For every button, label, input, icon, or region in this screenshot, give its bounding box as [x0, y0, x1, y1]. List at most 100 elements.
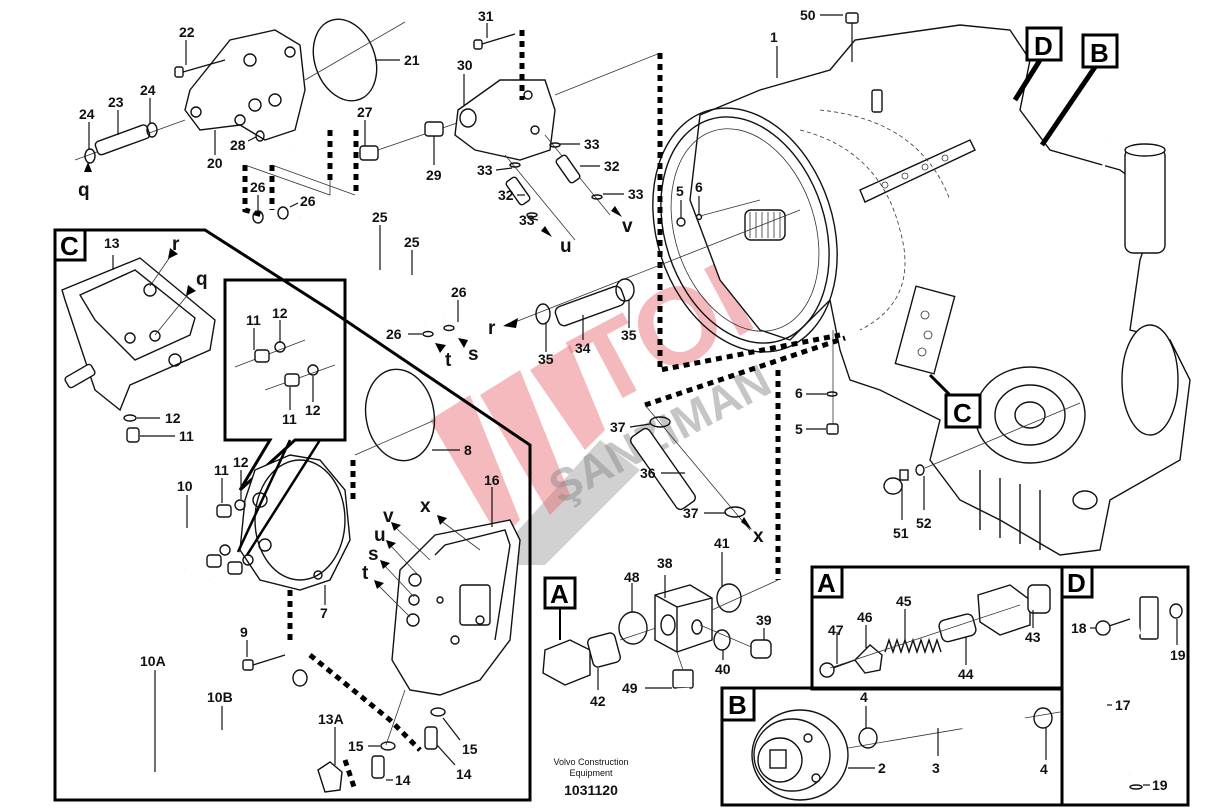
part-label-14-a: 14: [395, 772, 411, 788]
connection-t-c: t: [362, 563, 369, 584]
part-label-15-b: 15: [462, 741, 478, 757]
part-label-8: 8: [464, 442, 472, 458]
hose-10: [73, 449, 211, 576]
part-label-22: 22: [179, 24, 195, 40]
part-label-11-p: 11: [214, 462, 229, 478]
part-label-10A: 10A: [140, 653, 166, 669]
part-label-17: 17: [1115, 697, 1131, 713]
part-label-32-a: 32: [498, 187, 514, 203]
o-ring-8: [364, 368, 436, 462]
part-label-52: 52: [916, 515, 932, 531]
part-label-30: 30: [457, 57, 473, 73]
connection-t: t: [445, 350, 452, 371]
part-label-3: 3: [932, 760, 940, 776]
tee-block-38: [654, 584, 713, 653]
detail-c-letter: C: [60, 231, 79, 261]
part-label-4-a: 4: [860, 689, 868, 705]
transmission-housing: [652, 24, 1191, 556]
connection-r-mid: r: [488, 318, 496, 339]
part-label-45: 45: [896, 593, 912, 609]
part-label-12-p: 12: [233, 454, 249, 470]
part-label-10: 10: [177, 478, 193, 494]
drain-plug-51: [883, 477, 903, 495]
part-label-38: 38: [657, 555, 673, 571]
part-label-20: 20: [207, 155, 223, 171]
part-label-9: 9: [240, 624, 248, 640]
part-label-33-b: 33: [519, 212, 535, 228]
part-label-33-a: 33: [477, 162, 493, 178]
valve-body-30: [454, 79, 556, 161]
plug-50: [845, 12, 859, 24]
part-label-2: 2: [878, 760, 886, 776]
part-label-26-c: 26: [386, 326, 402, 342]
valve-plate-13: [61, 257, 216, 412]
part-label-24-right: 24: [140, 82, 156, 98]
connection-x-c: x: [420, 496, 431, 517]
part-label-21: 21: [404, 52, 420, 68]
part-label-36: 36: [640, 465, 656, 481]
part-label-29: 29: [426, 167, 442, 183]
part-label-28: 28: [230, 137, 246, 153]
part-label-49: 49: [622, 680, 638, 696]
callout-box-b: [1081, 33, 1119, 69]
part-label-16: 16: [484, 472, 500, 488]
detail-a-left-letter: A: [550, 579, 569, 609]
callout-letter-b: B: [1090, 38, 1109, 68]
part-label-19-a: 19: [1170, 647, 1186, 663]
part-label-23: 23: [108, 94, 124, 110]
detail-a-callout: [543, 576, 577, 610]
part-label-33-d: 33: [628, 186, 644, 202]
connection-q-top: q: [78, 180, 90, 201]
connection-v-c: v: [383, 506, 394, 527]
connection-r-c: r: [172, 234, 180, 255]
part-label-47: 47: [828, 622, 844, 638]
part-label-27: 27: [357, 104, 373, 120]
part-label-4-b: 4: [1040, 761, 1048, 777]
part-label-19-b: 19: [1152, 777, 1168, 793]
callout-letter-c: C: [953, 398, 972, 428]
part-label-25-b: 25: [404, 234, 420, 250]
connection-s-c: s: [368, 544, 379, 565]
part-label-48: 48: [624, 569, 640, 585]
part-label-12-i2: 12: [305, 402, 321, 418]
callout-box-c: [944, 393, 982, 429]
part-label-15-a: 15: [348, 738, 364, 754]
part-label-24-left: 24: [79, 106, 95, 122]
part-label-26-b: 26: [300, 193, 316, 209]
pump-cover-20: [184, 29, 306, 141]
part-label-31: 31: [478, 8, 494, 24]
part-label-6-bottom: 6: [795, 385, 803, 401]
part-label-12-i1: 12: [272, 305, 288, 321]
part-label-32-b: 32: [604, 158, 620, 174]
detail-a-letter: A: [817, 568, 836, 598]
part-label-35-a: 35: [538, 351, 554, 367]
charge-pump-2: [751, 709, 849, 801]
part-label-11-i1: 11: [246, 312, 261, 328]
connection-u-c: u: [374, 525, 386, 546]
elbow-13A: [317, 761, 343, 793]
part-label-6-top: 6: [695, 179, 703, 195]
callout-box-d: [1025, 26, 1063, 62]
part-label-10B: 10B: [207, 689, 233, 705]
valve-block-16: [391, 519, 521, 696]
part-label-41: 41: [714, 535, 730, 551]
detail-a-frame: [810, 565, 1064, 691]
part-label-44: 44: [958, 666, 974, 682]
part-label-37-a: 37: [610, 419, 626, 435]
part-label-26-d: 26: [451, 284, 467, 300]
credit-line-2: Equipment: [569, 768, 613, 778]
part-label-42: 42: [590, 693, 606, 709]
part-label-1: 1: [770, 29, 778, 45]
part-label-12-c1: 12: [165, 410, 181, 426]
connection-s: s: [468, 344, 479, 365]
part-label-35-b: 35: [621, 327, 637, 343]
pump-7: [239, 454, 351, 591]
detail-d-frame: [1060, 565, 1190, 807]
part-label-51: 51: [893, 525, 909, 541]
part-label-13A: 13A: [318, 711, 344, 727]
part-label-34: 34: [575, 340, 591, 356]
part-label-50: 50: [800, 7, 816, 23]
part-label-43: 43: [1025, 629, 1041, 645]
